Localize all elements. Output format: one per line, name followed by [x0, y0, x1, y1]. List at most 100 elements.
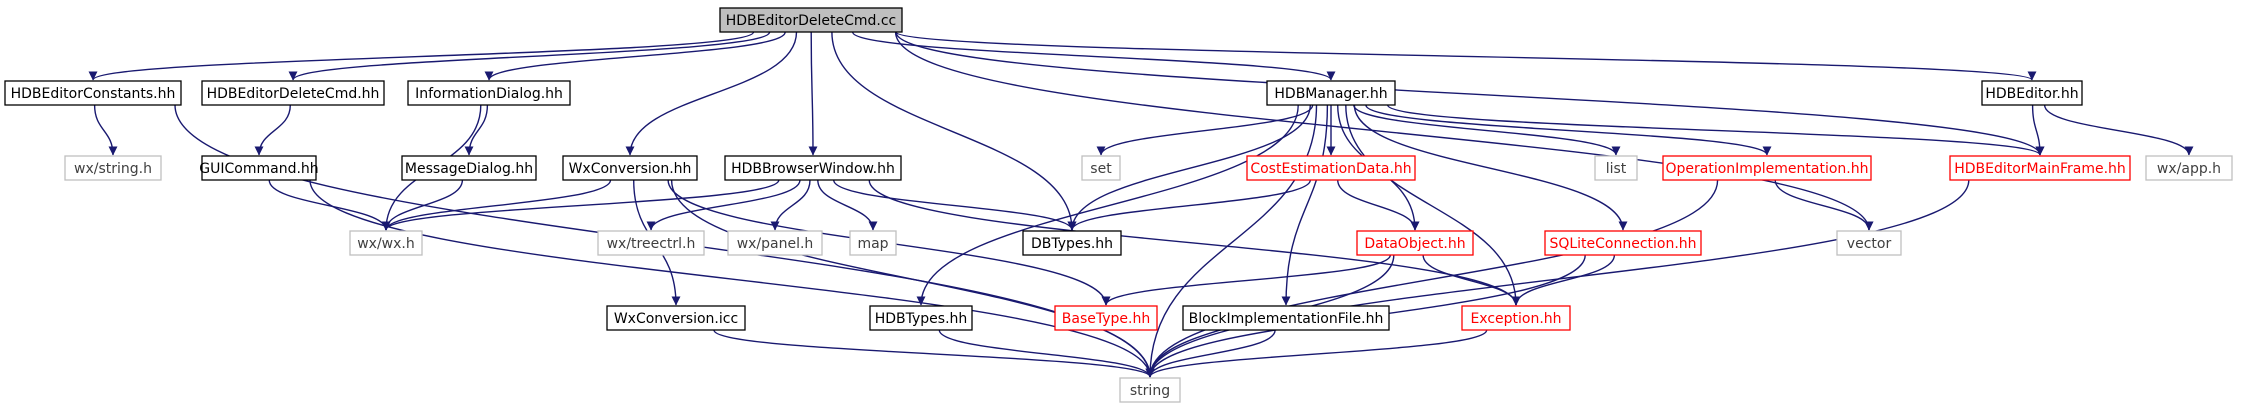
node-mainframe[interactable]: HDBEditorMainFrame.hh — [1949, 155, 2131, 181]
node-sqlite-box — [1544, 230, 1702, 256]
node-treectrl-label: wx/treectrl.h — [607, 236, 696, 252]
node-basetype[interactable]: BaseType.hh — [1054, 305, 1158, 331]
node-wxconversion-box — [562, 155, 698, 181]
node-vector-label: vector — [1847, 236, 1892, 252]
node-wxapp-label: wx/app.h — [2157, 161, 2221, 177]
node-exception-label: Exception.hh — [1470, 311, 1561, 327]
node-set: set — [1081, 155, 1121, 181]
edge-root-to-hdbmanager — [851, 31, 1336, 81]
edge-hdbeditor-to-wxapp — [2043, 104, 2194, 156]
node-basetype-label: BaseType.hh — [1062, 311, 1150, 327]
node-constants[interactable]: HDBEditorConstants.hh — [4, 80, 182, 106]
node-opimpl-label: OperationImplementation.hh — [1665, 161, 1868, 177]
node-exception-box — [1461, 305, 1571, 331]
node-panel-label: wx/panel.h — [737, 236, 814, 252]
edge-hdbeditor-to-mainframe — [2031, 104, 2045, 156]
node-opimpl[interactable]: OperationImplementation.hh — [1662, 155, 1872, 181]
node-hdbeditor[interactable]: HDBEditor.hh — [1981, 80, 2083, 106]
node-wxconvicc[interactable]: WxConversion.icc — [606, 305, 746, 331]
node-map: map — [849, 230, 897, 256]
node-list: list — [1594, 155, 1638, 181]
edge-hdbmanager-to-hdbtypes — [916, 104, 1299, 306]
node-costest-label: CostEstimationData.hh — [1250, 161, 1411, 177]
node-treectrl-box — [597, 230, 705, 256]
node-wxstring: wx/string.h — [64, 155, 162, 181]
node-basetype-box — [1054, 305, 1158, 331]
node-wxconvicc-box — [606, 305, 746, 331]
edge-infodialog-to-msgdialog — [464, 104, 489, 156]
node-guicommand[interactable]: GUICommand.hh — [199, 155, 319, 181]
node-blockimpl-label: BlockImplementationFile.hh — [1189, 311, 1384, 327]
edge-hdbmanager-to-blockimpl — [1281, 104, 1329, 306]
node-set-box — [1081, 155, 1121, 181]
node-wxwx-label: wx/wx.h — [357, 236, 415, 252]
node-root[interactable]: HDBEditorDeleteCmd.cc — [719, 7, 903, 33]
node-mainframe-label: HDBEditorMainFrame.hh — [1954, 161, 2126, 177]
edge-wxconversion-to-wxwx — [381, 179, 612, 231]
node-msgdialog-box — [401, 155, 537, 181]
node-exception[interactable]: Exception.hh — [1461, 305, 1571, 331]
node-wxapp-box — [2145, 155, 2233, 181]
node-hdbtypes[interactable]: HDBTypes.hh — [869, 305, 973, 331]
edge-browserwindow-to-dbtypes — [833, 179, 1077, 231]
edge-root-to-constants — [88, 31, 755, 81]
edge-dataobject-to-exception — [1422, 254, 1521, 306]
node-dataobject[interactable]: DataObject.hh — [1356, 230, 1474, 256]
node-map-label: map — [857, 236, 888, 252]
node-browserwindow[interactable]: HDBBrowserWindow.hh — [724, 155, 902, 181]
nodes-layer: HDBEditorDeleteCmd.ccHDBEditorConstants.… — [4, 7, 2233, 403]
node-hdbmanager-label: HDBManager.hh — [1274, 86, 1387, 102]
edge-opimpl-to-vector — [1774, 179, 1874, 231]
node-costest[interactable]: CostEstimationData.hh — [1246, 155, 1416, 181]
node-costest-box — [1246, 155, 1416, 181]
node-wxwx: wx/wx.h — [349, 230, 423, 256]
edge-opimpl-to-string — [1145, 179, 1719, 378]
edge-deletecmd-to-guicommand — [254, 104, 291, 156]
edge-root-to-wxconversion — [625, 31, 798, 156]
node-guicommand-label: GUICommand.hh — [199, 161, 318, 177]
node-sqlite-label: SQLiteConnection.hh — [1549, 236, 1696, 252]
node-treectrl: wx/treectrl.h — [597, 230, 705, 256]
node-dbtypes[interactable]: DBTypes.hh — [1022, 230, 1122, 256]
node-browserwindow-box — [724, 155, 902, 181]
node-infodialog-label: InformationDialog.hh — [415, 86, 563, 102]
node-deletecmd[interactable]: HDBEditorDeleteCmd.hh — [201, 80, 385, 106]
node-wxstring-label: wx/string.h — [74, 161, 152, 177]
node-map-box — [849, 230, 897, 256]
node-msgdialog-label: MessageDialog.hh — [405, 161, 533, 177]
node-string-box — [1119, 377, 1181, 403]
edge-hdbmanager-to-sqlite — [1353, 104, 1628, 231]
node-list-box — [1594, 155, 1638, 181]
node-hdbtypes-box — [869, 305, 973, 331]
edge-msgdialog-to-wxwx — [381, 179, 464, 231]
node-mainframe-box — [1949, 155, 2131, 181]
node-browserwindow-label: HDBBrowserWindow.hh — [731, 161, 895, 177]
node-sqlite[interactable]: SQLiteConnection.hh — [1544, 230, 1702, 256]
edge-mainframe-to-string — [1145, 179, 1970, 378]
node-opimpl-box — [1662, 155, 1872, 181]
node-infodialog[interactable]: InformationDialog.hh — [407, 80, 571, 106]
node-deletecmd-label: HDBEditorDeleteCmd.hh — [207, 86, 380, 102]
node-string-label: string — [1130, 383, 1170, 399]
node-msgdialog[interactable]: MessageDialog.hh — [401, 155, 537, 181]
edge-browserwindow-to-panel — [770, 179, 811, 231]
node-wxconversion[interactable]: WxConversion.hh — [562, 155, 698, 181]
node-hdbtypes-label: HDBTypes.hh — [875, 311, 968, 327]
node-hdbmanager[interactable]: HDBManager.hh — [1266, 80, 1396, 106]
node-string: string — [1119, 377, 1181, 403]
edge-root-to-browserwindow — [808, 31, 818, 156]
node-infodialog-box — [407, 80, 571, 106]
node-blockimpl[interactable]: BlockImplementationFile.hh — [1182, 305, 1390, 331]
node-root-box — [719, 7, 903, 33]
edge-root-to-mainframe — [895, 31, 2045, 156]
edge-hdbmanager-to-string — [1145, 104, 1318, 378]
edge-browserwindow-to-treectrl — [646, 179, 801, 231]
edge-wxconversion-to-string — [670, 179, 1155, 378]
node-hdbeditor-label: HDBEditor.hh — [1985, 86, 2078, 102]
node-vector: vector — [1836, 230, 1902, 256]
edge-hdbmanager-to-set — [1096, 104, 1314, 156]
edge-root-to-deletecmd — [288, 31, 771, 81]
node-wxapp: wx/app.h — [2145, 155, 2233, 181]
edge-hdbmanager-to-exception — [1345, 104, 1521, 306]
